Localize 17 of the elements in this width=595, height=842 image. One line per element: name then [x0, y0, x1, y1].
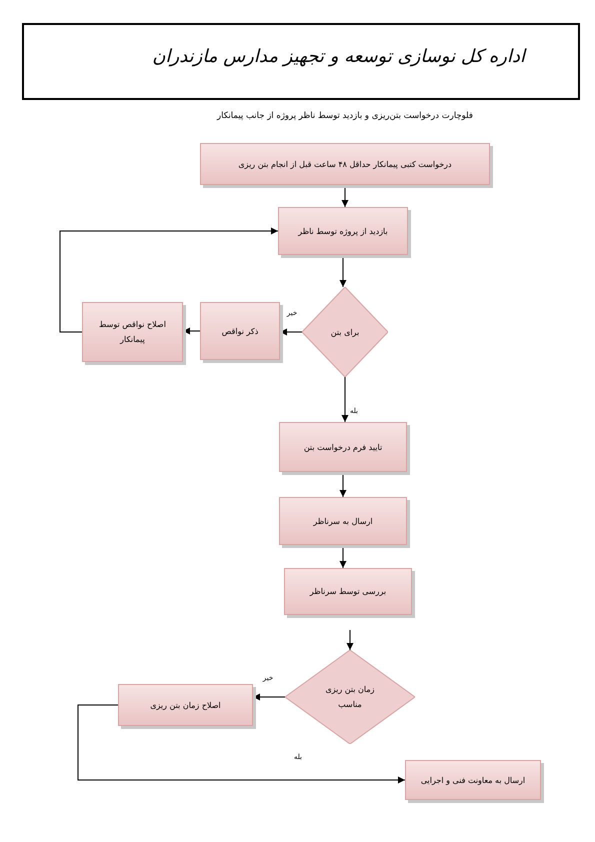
- arrow: [78, 704, 406, 784]
- process-box: ارسال به معاونت فنی و اجرایی: [405, 760, 541, 800]
- decision-diamond: زمان بتن ریزی مناسب: [285, 650, 415, 744]
- process-box: ارسال به سرناظر: [279, 497, 407, 545]
- title: فلوچارت درخواست بتن‌ریزی و بازدید توسط ناظر پروژه از جانب پیمانکار: [217, 111, 473, 121]
- decision-diamond: برای بتن: [302, 287, 388, 377]
- process-box: ذکر نواقص: [200, 302, 280, 360]
- arrow: [346, 630, 354, 650]
- arrow: [60, 228, 278, 332]
- process-box: تایید فرم درخواست بتن: [279, 422, 407, 472]
- heading-text: اداره کل نوسازی توسعه و تجهیز مدارس مازندران: [152, 46, 525, 67]
- process-box: بازدید از پروژه توسط ناظر: [278, 207, 408, 255]
- process-box: اصلاح زمان بتن ریزی: [118, 684, 253, 726]
- process-box: بررسی توسط سرناظر: [284, 568, 412, 615]
- process-box: درخواست کتبی پیمانکار حداقل ۴۸ ساعت قبل از انجام بتن ریزی: [200, 143, 490, 185]
- arrow: [342, 376, 348, 422]
- process-box: اصلاح نواقص توسط پیمانکار: [82, 302, 183, 362]
